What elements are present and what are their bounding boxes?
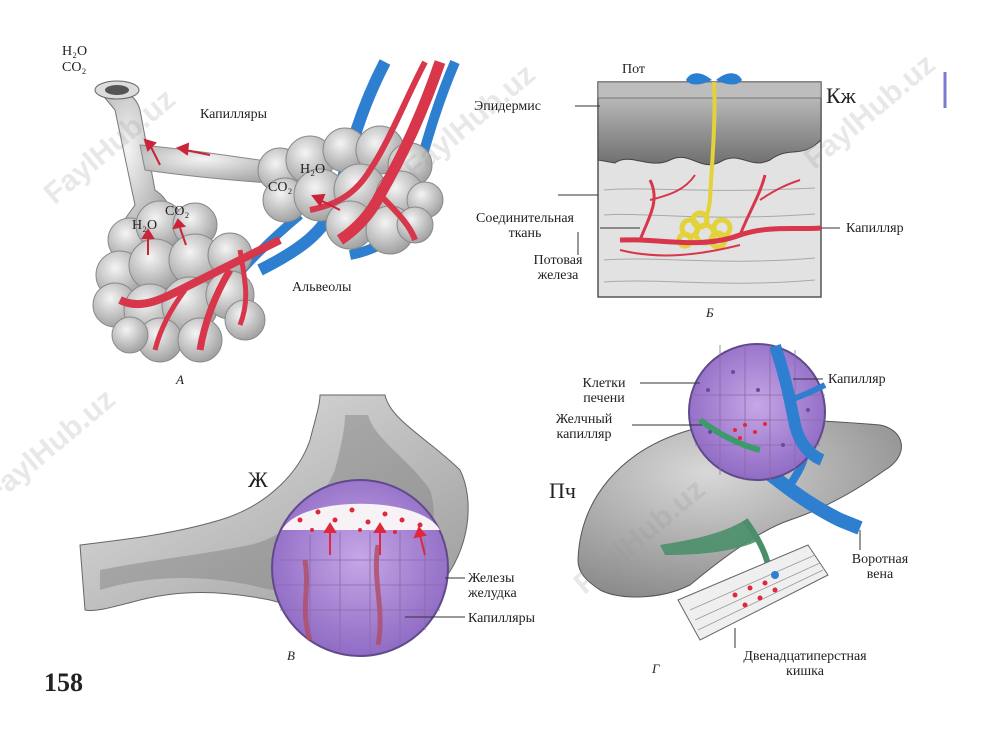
bile-capillary-line2: капилляр [556,427,612,442]
liver-drawing [577,343,902,641]
formula-co2-label: CO₂ [62,60,87,75]
portal-vein-label: Воротная вена [830,552,930,582]
sweat-gland-line2: железа [537,268,579,283]
sweat-gland-label: Потовая железа [518,253,598,283]
alveoli-drawing [92,59,460,363]
bile-capillary-label: Желчный капилляр [538,412,630,442]
organ-label-liver: Пч [549,478,576,503]
capillary-label-b: Капилляр [846,221,904,236]
duodenum-label: Двенадцатиперстная кишка [690,649,920,679]
formula-co2-label: CO₂ [268,180,293,195]
portal-vein-line2: вена [866,567,894,582]
formula-co2-label: CO₂ [165,204,190,219]
liver-cells-label: Клетки печени [568,376,640,406]
capillary-label-g: Капилляр [828,372,886,387]
panel-letter-v: В [287,648,295,663]
formula-h2o-label: H₂O [132,218,158,233]
liver-cells-line2: печени [583,391,625,406]
connective-tissue-line1: Соединительная [476,211,574,226]
organ-label-skin: Кж [826,83,856,108]
stomach-glands-label: Железы желудка [468,571,517,601]
sweat-gland-line1: Потовая [533,253,583,268]
bile-capillary-line1: Желчный [555,412,613,427]
sweat-label: Пот [622,62,646,77]
formula-h2o-label: H₂O [62,44,88,59]
panel-letter-g: Г [652,661,660,676]
capillaries-label-v: Капилляры [468,611,535,626]
panel-letter-a: А [176,372,184,387]
connective-tissue-label: Соединительная ткань [450,211,600,241]
stomach-glands-line2: желудка [468,586,517,601]
liver-cells-line1: Клетки [582,376,626,391]
page-number: 158 [44,668,83,697]
stomach-glands-line1: Железы [468,571,515,586]
stomach-drawing [79,394,469,657]
panel-letter-b: Б [706,305,714,320]
skin-drawing [597,73,822,298]
epidermis-label: Эпидермис [474,99,541,114]
capillaries-label-a: Капилляры [200,107,267,122]
portal-vein-line1: Воротная [851,552,909,567]
formula-h2o-label: H₂O [300,162,326,177]
organ-label-stomach: Ж [248,467,268,492]
duodenum-line2: кишка [786,664,824,679]
alveoli-label: Альвеолы [292,280,352,295]
connective-tissue-line2: ткань [508,226,542,241]
duodenum-line1: Двенадцатиперстная [743,649,867,664]
